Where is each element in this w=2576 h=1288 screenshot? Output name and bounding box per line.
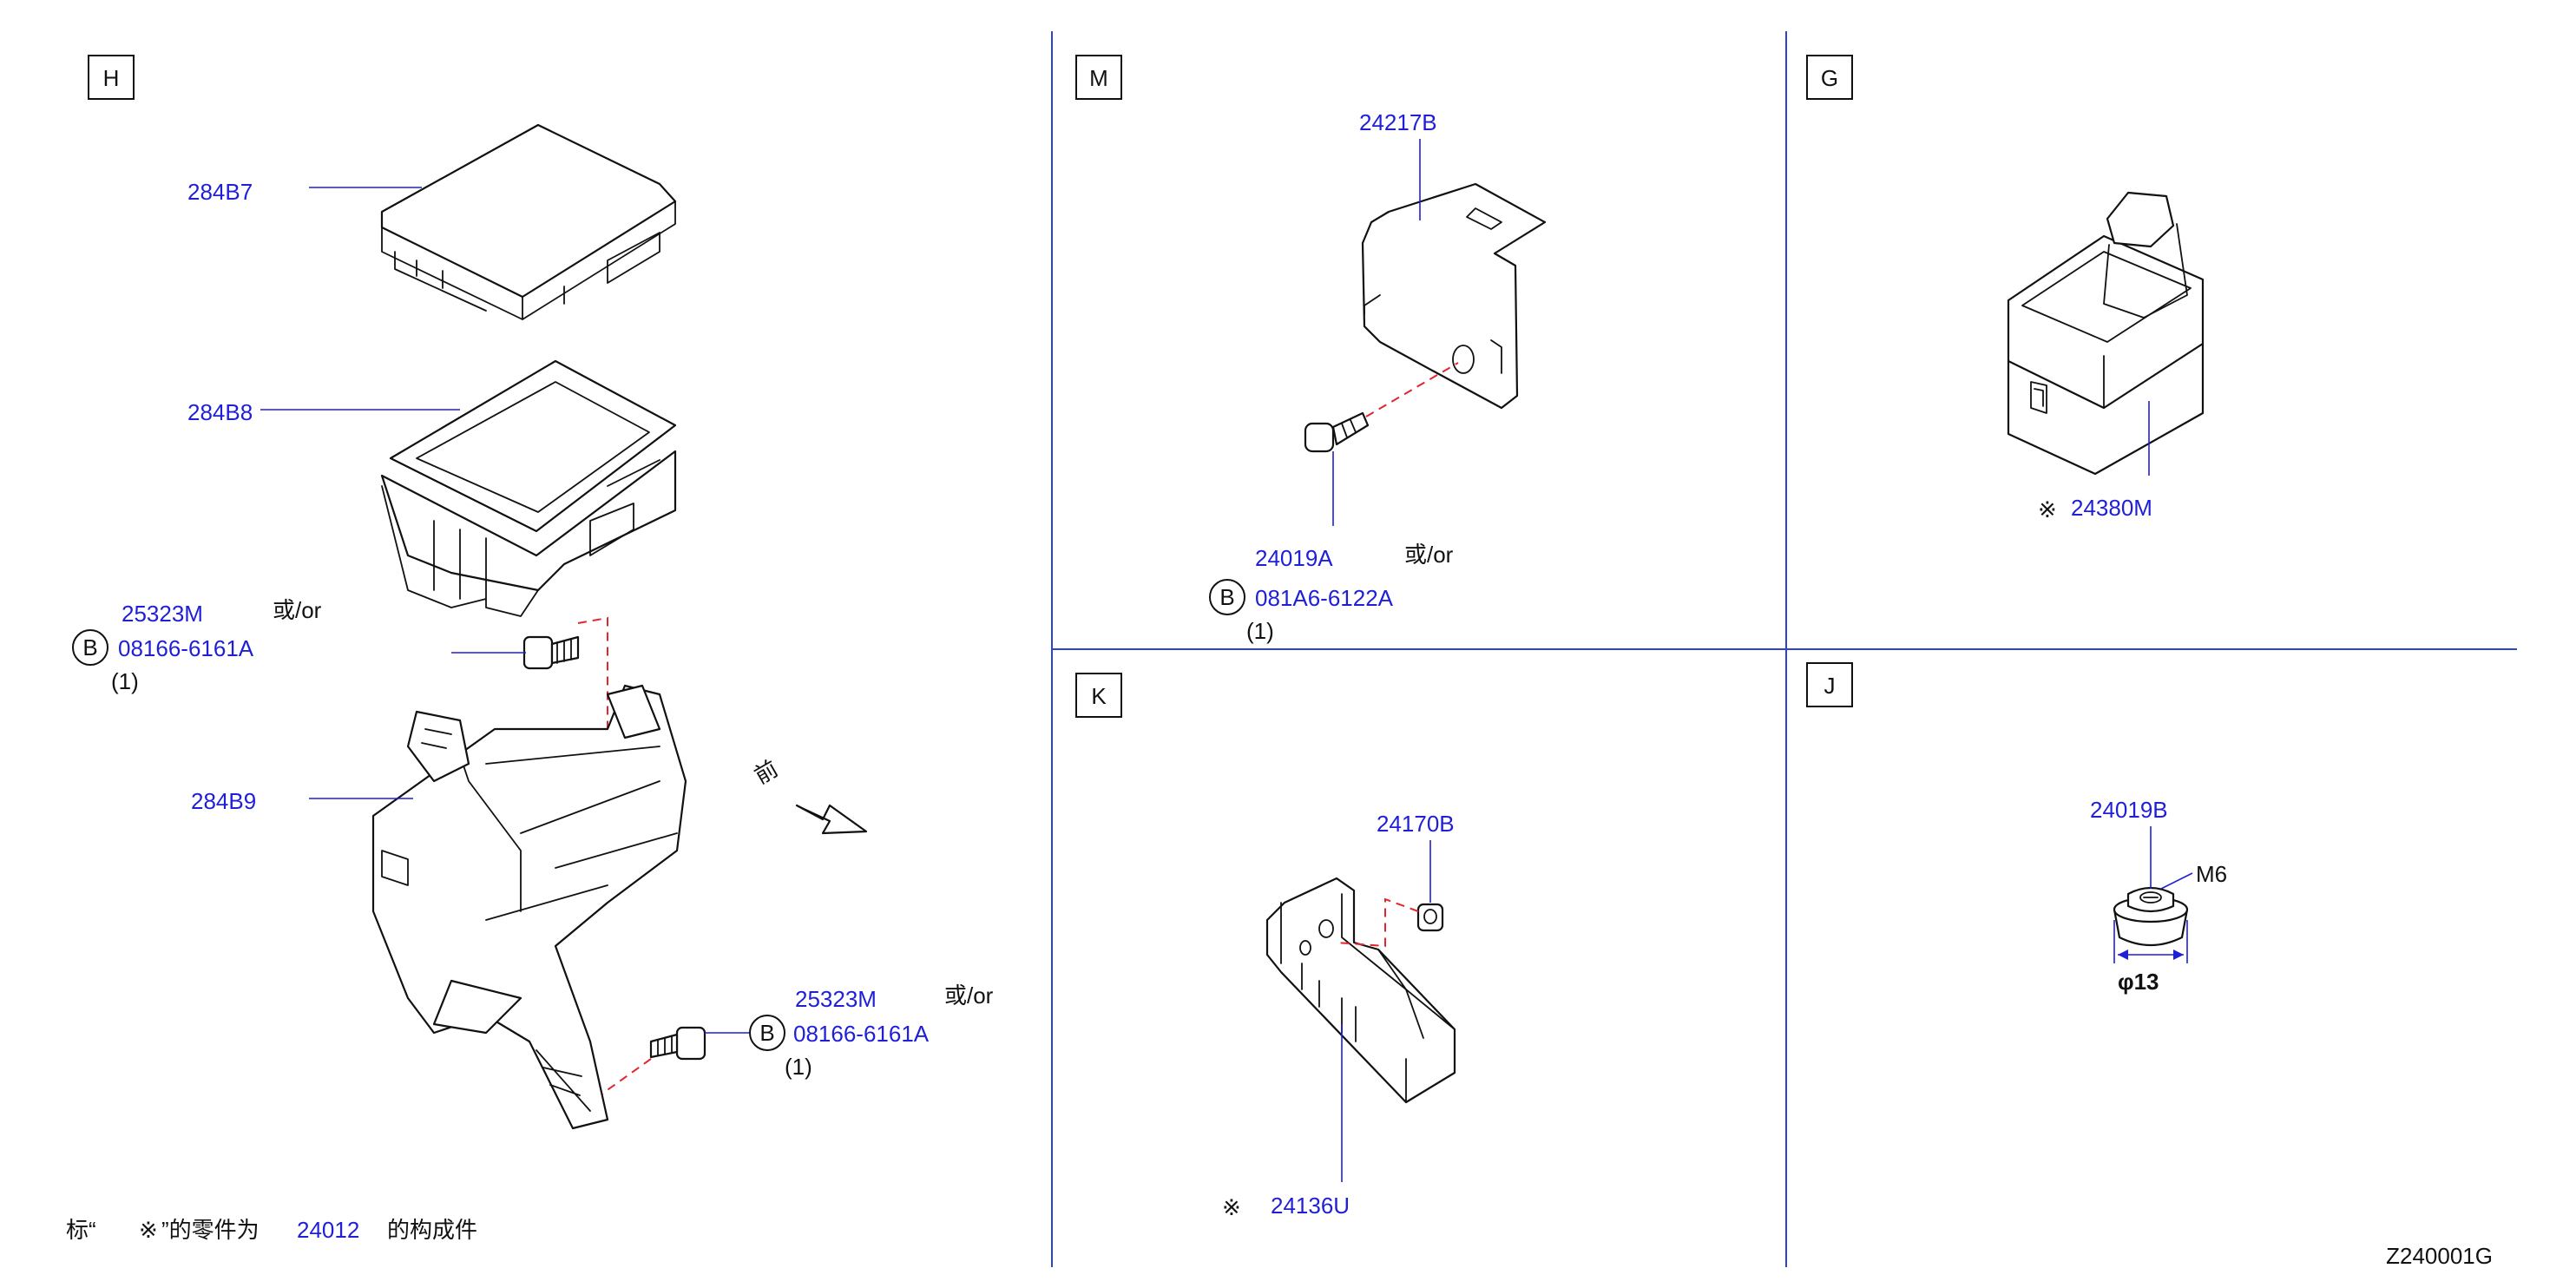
front-arrow-icon: [795, 804, 868, 835]
part-284b8-drawing: [380, 359, 677, 617]
part-08166-6161a-lower-label[interactable]: 08166-6161A: [793, 1021, 930, 1047]
part-24170b-label[interactable]: 24170B: [1377, 811, 1455, 837]
part-24217b-drawing: [1361, 182, 1547, 410]
diameter-dimension: [2113, 920, 2188, 963]
part-24380m-label[interactable]: 24380M: [2071, 495, 2152, 521]
section-j-box: [1806, 662, 1853, 707]
bolt-marker-h-lower-text: B: [759, 1020, 774, 1046]
part-284b9-label[interactable]: 284B9: [191, 788, 256, 814]
bolt-marker-m: [1209, 579, 1245, 615]
section-g-box: [1806, 55, 1853, 100]
or-text-h-upper: 或/or: [273, 597, 322, 623]
section-j: J 24019B M6 φ13: [1806, 662, 2227, 995]
nut-24170b-drawing: [1416, 903, 1444, 932]
section-h-label: H: [103, 65, 120, 91]
part-25323m-label[interactable]: 25323M: [122, 601, 203, 627]
footnote-prefix: 标“: [66, 1217, 96, 1243]
mark-g: ※: [2038, 496, 2057, 522]
qty-m: (1): [1246, 618, 1274, 644]
footnote-mark: ※: [139, 1217, 158, 1243]
section-g-label: G: [1821, 65, 1838, 91]
qty-h-upper: (1): [111, 668, 139, 694]
or-text-m: 或/or: [1404, 542, 1454, 568]
qty-h-lower: (1): [785, 1054, 812, 1080]
bolt-marker-m-text: B: [1219, 584, 1234, 610]
footnote: 标“ ※ ”的零件为 24012 的构成件: [66, 1217, 477, 1243]
diagram-code: Z240001G: [2386, 1243, 2493, 1269]
front-text: 前: [750, 755, 783, 789]
part-284b7-drawing: [380, 123, 677, 320]
lower-bolt-drawing: [649, 1026, 706, 1061]
section-g: G ※ 24380M: [1806, 55, 2205, 522]
mark-k: ※: [1222, 1194, 1241, 1220]
thread-size: M6: [2196, 861, 2227, 887]
part-24136u-label[interactable]: 24136U: [1271, 1193, 1350, 1219]
section-k-box: [1075, 673, 1122, 718]
or-text-h-lower: 或/or: [944, 982, 994, 1009]
footnote-middle: ”的零件为: [161, 1217, 260, 1243]
section-h: H 284B7 284B8 25323M 或/or: [72, 55, 994, 1130]
section-m: M 24217B 24019A 或/or B 081A6-6122A (1): [1075, 55, 1547, 644]
panel-dividers: [1051, 31, 2517, 1267]
nut-24019b-drawing: [2113, 886, 2189, 946]
part-25323m-lower-label[interactable]: 25323M: [795, 986, 877, 1012]
section-j-label: J: [1824, 673, 1836, 699]
bolt-24019a-drawing: [1304, 411, 1370, 453]
part-24136u-drawing: [1265, 877, 1456, 1104]
diameter-text: φ13: [2118, 969, 2159, 995]
part-24217b-label[interactable]: 24217B: [1359, 109, 1437, 135]
part-24380m-drawing: [2007, 191, 2205, 476]
section-h-box: [88, 55, 135, 100]
section-m-label: M: [1089, 65, 1108, 91]
part-24019b-label[interactable]: 24019B: [2090, 797, 2168, 823]
section-k: K 24170B ※ 24136U: [1075, 673, 1456, 1220]
bolt-marker-h-upper: [72, 629, 108, 666]
footnote-part[interactable]: 24012: [297, 1217, 359, 1243]
part-284b7-label[interactable]: 284B7: [187, 179, 253, 205]
footnote-suffix: 的构成件: [387, 1217, 477, 1243]
part-284b9-drawing: [371, 684, 687, 1130]
section-k-label: K: [1091, 683, 1107, 709]
upper-bolt-drawing: [522, 635, 580, 670]
part-08166-6161a-label[interactable]: 08166-6161A: [118, 635, 254, 661]
part-284b8-label[interactable]: 284B8: [187, 399, 253, 425]
section-m-box: [1075, 55, 1122, 100]
bolt-marker-h-upper-text: B: [82, 634, 97, 660]
bolt-marker-h-lower: [749, 1015, 785, 1051]
part-24019a-label[interactable]: 24019A: [1255, 545, 1333, 571]
part-081a6-6122a-label[interactable]: 081A6-6122A: [1255, 585, 1394, 611]
